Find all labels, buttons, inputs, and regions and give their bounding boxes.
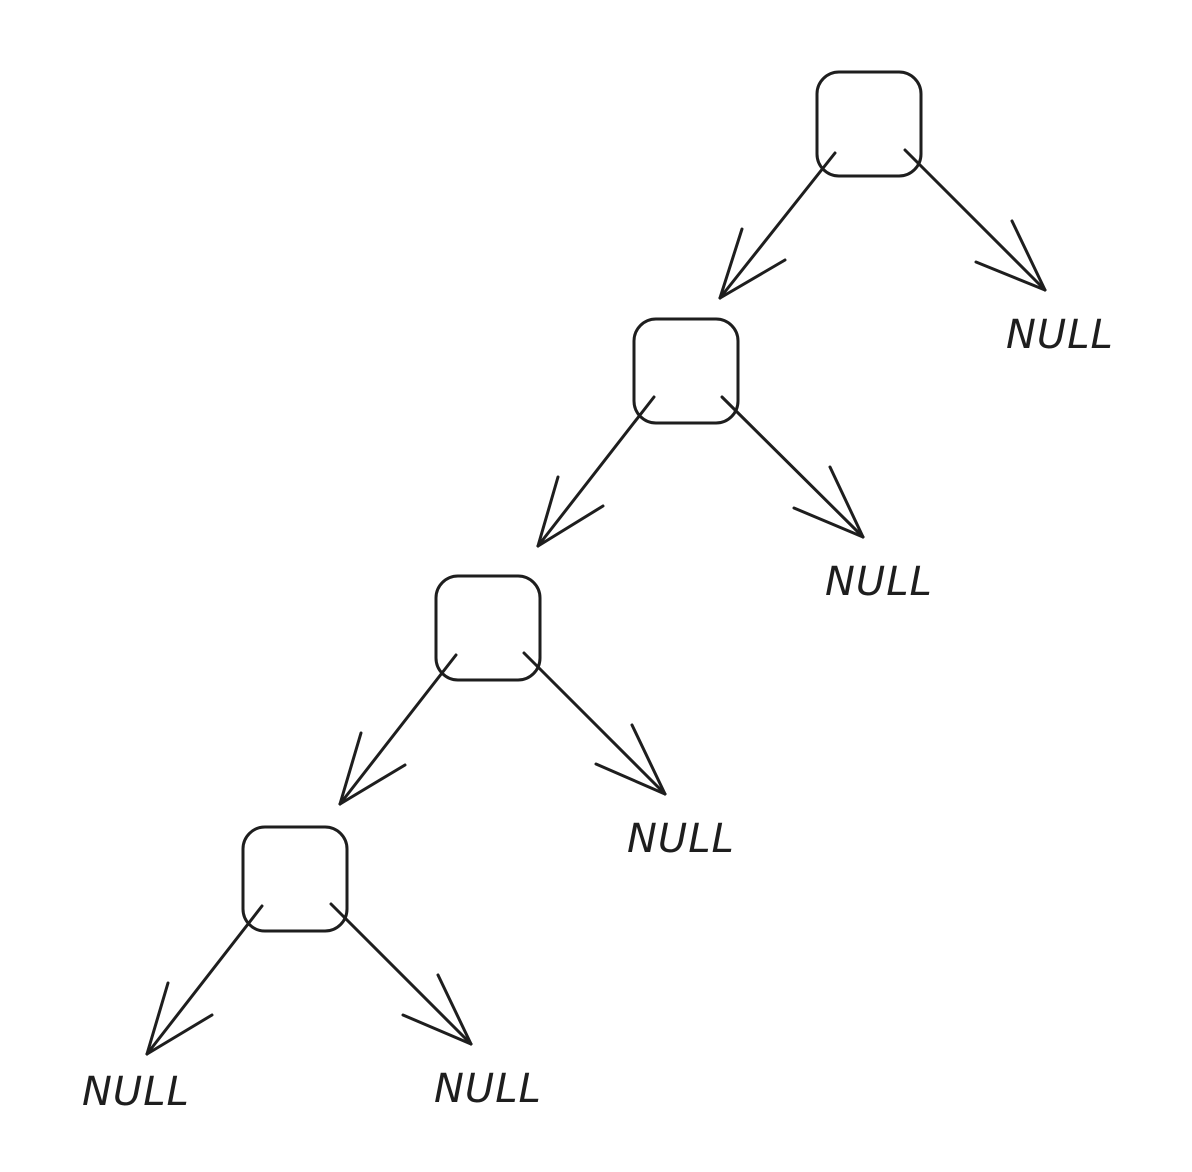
null-label: NULL: [434, 1066, 542, 1112]
tree-node: [241, 825, 349, 933]
edge-arrow: [903, 148, 1047, 292]
tree-node: [434, 574, 542, 682]
edge-arrow: [536, 395, 656, 548]
labels-layer: NULL NULL NULL NULL NULL: [82, 312, 1114, 1115]
edge-arrow: [329, 902, 473, 1046]
tree-node: [632, 317, 740, 425]
edge-arrow: [145, 904, 264, 1056]
edges-layer: [145, 148, 1047, 1056]
tree-node: [815, 70, 923, 178]
null-label: NULL: [1006, 312, 1114, 358]
null-label: NULL: [82, 1069, 190, 1115]
edge-arrow: [718, 151, 837, 300]
edge-arrow: [338, 653, 458, 806]
null-label: NULL: [627, 816, 735, 862]
edge-arrow: [522, 651, 667, 796]
edge-arrow: [720, 395, 865, 539]
null-label: NULL: [825, 559, 933, 605]
nodes-layer: [241, 70, 923, 933]
